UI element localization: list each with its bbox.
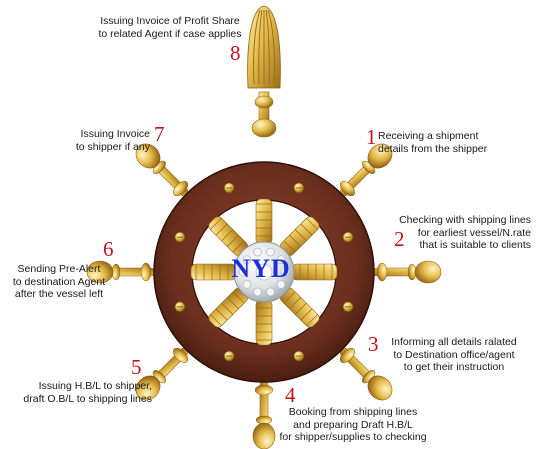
- step-1-line-2: details from the shipper: [378, 142, 488, 155]
- handle-8: [135, 143, 189, 197]
- spoke-8: [208, 216, 249, 257]
- step-1-number: 1: [366, 125, 377, 149]
- step-2-line-1: Checking with shipping lines: [399, 214, 531, 226]
- step-4-number: 4: [285, 383, 296, 407]
- step-2-line-2: for earliest vessel/N.rate: [417, 226, 531, 239]
- step-1-text: Receiving a shipment details from the sh…: [378, 130, 528, 155]
- step-1-line-1: Receiving a shipment: [378, 130, 479, 142]
- hub-stone-7: [242, 255, 252, 264]
- wheel-hub: [233, 241, 295, 303]
- step-7-text: Issuing Invoice to shipper if any: [30, 128, 150, 153]
- step-5-number: 5: [131, 355, 142, 379]
- step-4-line-3: for shipper/supplies to checking: [279, 431, 427, 443]
- handle-5: [252, 381, 276, 449]
- step-6-text: Sending Pre-Alert to destination Agent a…: [4, 263, 114, 301]
- hub-stone-10: [276, 255, 286, 264]
- step-4-line-2: and preparing Draft H.B/L: [293, 418, 413, 431]
- step-3-line-2: to Destination office/agent: [393, 348, 515, 361]
- step-6-line-3: after the vessel left: [14, 288, 104, 300]
- step-5-line-1: Issuing H.B/L to shipper,: [38, 380, 152, 392]
- step-8-number: 8: [230, 41, 241, 65]
- spoke-5: [255, 299, 273, 346]
- step-3-text: Informing all details ralated to Destina…: [374, 336, 534, 374]
- wheel-handles: [86, 143, 442, 449]
- step-3-number: 3: [368, 332, 379, 356]
- pendant-bail: [247, 5, 281, 138]
- spoke-1: [255, 198, 273, 245]
- step-5-text: Issuing H.B/L to shipper, draft O.B/L to…: [4, 380, 152, 405]
- step-4-line-1: Booking from shipping lines: [288, 406, 418, 418]
- step-8-line-1: Issuing Invoice of Profit Share: [100, 15, 240, 27]
- hub-label: NYD: [231, 254, 291, 283]
- spoke-2: [279, 216, 320, 257]
- step-8-line-2: to related Agent if case applies: [98, 27, 242, 40]
- step-7-line-2: to shipper if any: [75, 140, 150, 153]
- hub-stone-6: [238, 267, 248, 277]
- bail-collar: [254, 95, 274, 109]
- step-2-number: 2: [394, 227, 405, 251]
- hub-stone-9: [266, 247, 275, 257]
- handle-7: [86, 260, 155, 284]
- step-4-text: Booking from shipping lines and preparin…: [268, 406, 438, 444]
- step-6-line-2: to destination Agent: [12, 275, 106, 288]
- hub-stone-3: [266, 287, 275, 297]
- step-8-text: Issuing Invoice of Profit Share to relat…: [70, 15, 270, 40]
- hub-stone-4: [253, 287, 262, 297]
- hub-stone-5: [242, 280, 252, 289]
- step-3-line-1: Informing all details ralated: [391, 336, 517, 348]
- handle-6: [135, 347, 189, 401]
- hub-stone-1: [280, 267, 290, 277]
- step-7-number: 7: [154, 122, 165, 146]
- handle-3: [373, 260, 442, 284]
- step-2-line-3: that is suitable to clients: [419, 239, 531, 251]
- bail-ball: [251, 118, 277, 138]
- step-5-line-2: draft O.B/L to shipping lines: [23, 392, 152, 405]
- hub-stone-8: [253, 247, 262, 257]
- step-6-number: 6: [103, 237, 114, 261]
- handle-2: [339, 143, 393, 197]
- step-3-line-3: to get their instruction: [403, 361, 505, 373]
- hub-center-stone: [255, 263, 273, 281]
- step-6-line-1: Sending Pre-Alert: [17, 263, 101, 275]
- handle-4: [339, 347, 393, 401]
- hub-stone-2: [276, 280, 286, 289]
- step-7-line-1: Issuing Invoice: [80, 128, 150, 140]
- step-2-text: Checking with shipping lines for earlies…: [380, 214, 531, 252]
